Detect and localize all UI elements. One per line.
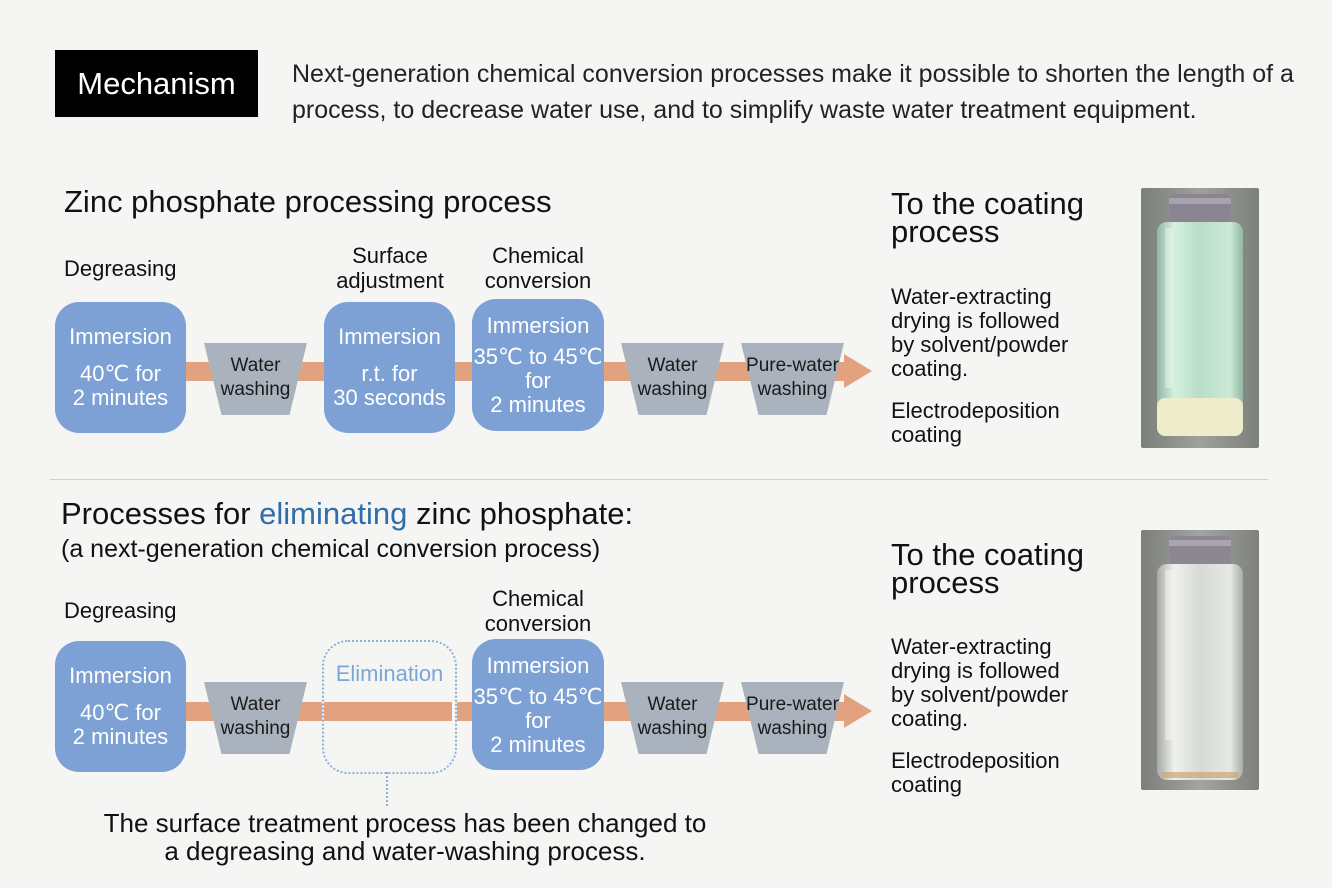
water-washing-tank-icon [204, 682, 307, 754]
zinc-process-title: Zinc phosphate processing process [64, 184, 552, 219]
pure-water-washing-tank-icon [741, 343, 844, 415]
degreasing-label: Degreasing [64, 256, 177, 281]
sample-jar-image [1141, 188, 1259, 448]
process-flow-arrow-segment [324, 702, 452, 721]
arrow-head-icon [844, 694, 872, 728]
surface-treatment-note: The surface treatment process has been c… [103, 808, 707, 866]
elimination-process-subtitle: (a next-generation chemical conversion p… [61, 535, 601, 563]
elimination-process-title: Processes for eliminating zinc phosphate… [61, 496, 634, 531]
water-washing-tank-icon [621, 343, 724, 415]
pure-water-washing-tank-icon [741, 682, 844, 754]
degreasing-label: Degreasing [64, 598, 177, 623]
water-washing-tank-icon [621, 682, 724, 754]
water-washing-tank-icon [204, 343, 307, 415]
elimination-callout-line [386, 772, 388, 806]
arrow-head-icon [844, 354, 872, 388]
section-divider [50, 479, 1268, 480]
sample-jar-image [1141, 530, 1259, 790]
intro-text: Next-generation chemical conversion proc… [292, 60, 1294, 124]
mechanism-badge: Mechanism [55, 50, 258, 117]
elimination-label: Elimination [335, 661, 444, 686]
